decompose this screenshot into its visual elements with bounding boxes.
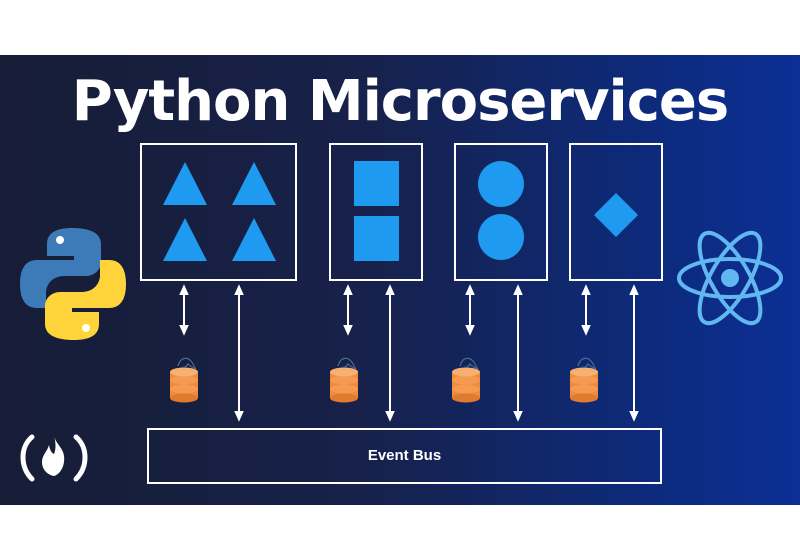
triangle-shape [163,162,207,205]
database-icon [569,357,599,404]
service-box-2 [329,143,423,281]
microservices-diagram [20,143,783,484]
react-atom-icon [677,230,783,326]
triangle-shape [232,162,276,205]
event-bus-box [147,428,662,484]
triangle-shape [163,218,207,261]
square-shape [354,161,399,206]
freecodecamp-fire-icon [20,434,88,482]
triangle-shape [232,218,276,261]
database-icon [169,357,199,404]
circle-shape [478,214,524,260]
service-box-4 [569,143,663,281]
square-shape [354,216,399,261]
database-icon [329,357,359,404]
service-box-1 [140,143,297,281]
thumbnail-banner: Python Microservices [0,55,800,505]
page-title: Python Microservices [71,69,729,134]
service-box-3 [454,143,548,281]
diamond-shape [594,193,638,237]
circle-shape [478,161,524,207]
event-bus-label: Event Bus [367,447,442,464]
database-icon [451,357,481,404]
python-logo-icon [20,228,126,340]
